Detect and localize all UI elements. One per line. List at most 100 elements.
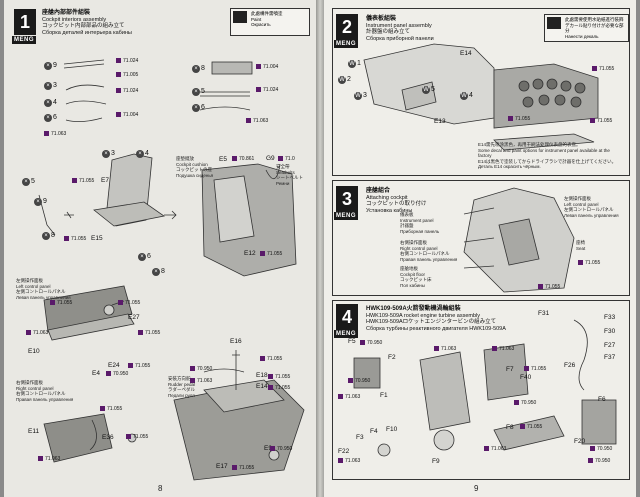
paint-number: 71.024	[116, 88, 138, 94]
paint-number: 71.063	[26, 330, 48, 336]
part-f9: F9	[432, 458, 440, 465]
qty-9: ×9	[44, 62, 57, 70]
paint-number: 71.063	[434, 346, 456, 352]
page-number: 9	[474, 484, 479, 493]
paint-number: 71.055	[508, 116, 530, 122]
paint-number: 70.950	[588, 458, 610, 464]
paint-number: 71.004	[116, 112, 138, 118]
part-e11: E11	[28, 428, 40, 435]
left-page: 1 MENG 座艙內部部件組裝 Cockpit interiors assemb…	[4, 0, 316, 497]
right-panel-label: 右側操作面板 Right control panel 右側コントロールパネル П…	[400, 240, 458, 262]
paint-warning: 此處構件需噴塗 Paint Окрасить	[230, 8, 310, 36]
rudder-note: 安裝方向舵 Rudder pedal ラダーペダル Педали руля	[168, 376, 196, 398]
seat-label: 座椅 Seat	[576, 240, 586, 251]
paint-number: 70.861	[232, 156, 254, 162]
paint-number: 70.950	[514, 400, 536, 406]
meng-logo: MENG	[334, 212, 358, 220]
part-f8: F8	[506, 424, 514, 431]
paint-number: 71.004	[256, 64, 278, 70]
part-f7: F7	[506, 366, 514, 373]
paint-number: 71.024	[256, 87, 278, 93]
part-f40: F40	[520, 374, 532, 381]
part-e14: E14	[256, 383, 268, 390]
decal-icon	[547, 17, 561, 29]
title-cn: 座艙內部部件組裝	[42, 10, 91, 16]
part-e12: E12	[244, 250, 256, 257]
paint-number: 71.063	[246, 118, 268, 124]
paint-number: 71.055	[72, 178, 94, 184]
paint-number: 70.950	[348, 378, 370, 384]
paint-number: 71.063	[190, 378, 212, 384]
paint-number: 71.055	[260, 356, 282, 362]
meng-logo: MENG	[334, 40, 358, 48]
step-title: 儀表板組裝 Instrument panel assembly 計器盤の組み立て…	[366, 16, 434, 42]
paint-number: 71.055	[592, 66, 614, 72]
paint-number: 71.055	[524, 366, 546, 372]
paint-number: 71.063	[38, 456, 60, 462]
qty-icon: ×	[192, 104, 200, 112]
step-title: 座艙內部部件組裝 Cockpit interiors assembly コックピ…	[42, 10, 162, 36]
paint-number: 71.063	[44, 131, 66, 137]
paint-number: 71.055	[520, 424, 542, 430]
part-f2: F2	[388, 354, 396, 361]
belt-note: 安全帶 Seatbelts シートベルト Ремни	[276, 164, 303, 186]
qty-icon: ×	[42, 232, 50, 240]
qty-3: ×3	[44, 82, 57, 90]
part-g9: G9	[266, 155, 275, 162]
paint-number: 71.005	[116, 72, 138, 78]
qty-icon: ×	[34, 198, 42, 206]
left-panel-caption: 左側操作面板 Left control panel 左側コントロールパネル Ле…	[16, 278, 71, 300]
paint-icon	[233, 11, 247, 23]
qty-icon: W	[338, 76, 346, 84]
part-e5: E5	[219, 156, 227, 163]
qty-icon: ×	[22, 178, 30, 186]
part-f27: F27	[604, 342, 616, 349]
paint-number: 71.055	[260, 251, 282, 257]
part-e17: E17	[216, 463, 228, 470]
paint-number: 71.055	[128, 363, 150, 369]
part-f10: F10	[386, 426, 398, 433]
qty-icon: ×	[44, 114, 52, 122]
qty-icon: W	[460, 92, 468, 100]
qty-4: ×4	[136, 150, 149, 158]
step4-frame	[332, 300, 630, 480]
part-f4: F4	[370, 428, 378, 435]
paint-number: 71.055	[232, 465, 254, 471]
part-f6: F6	[598, 396, 606, 403]
paint-number: 71.055	[50, 300, 72, 306]
step-number: 2	[336, 14, 358, 40]
part-e36: E36	[102, 434, 114, 441]
qty-5: ×5	[192, 88, 205, 96]
paint-number: 71.055	[268, 385, 290, 391]
paint-number: 70.950	[590, 446, 612, 452]
qty-icon: ×	[136, 150, 144, 158]
paint-number: 71.055	[64, 236, 86, 242]
paint-number: 70.950	[106, 371, 128, 377]
part-f20: F20	[574, 438, 586, 445]
qty-8b: ×8	[152, 268, 165, 276]
part-e16: E16	[230, 338, 242, 345]
right-page: 2 MENG 儀表板組裝 Instrument panel assembly 計…	[324, 0, 636, 497]
binding-spine	[316, 0, 324, 497]
qty-icon: ×	[44, 62, 52, 70]
qty-6: ×6	[138, 253, 151, 261]
warn-ru: Окрасить	[251, 22, 271, 27]
right-drawings	[353, 43, 617, 457]
part-e4: E4	[92, 370, 100, 377]
cushion-note: 座墊擺放 Cockpit cushion コックピットの座 Подушка си…	[176, 156, 214, 178]
part-e15: E15	[91, 235, 103, 242]
part-e18: E18	[256, 372, 268, 379]
part-f22: F22	[338, 448, 350, 455]
part-e9: E9	[264, 445, 272, 452]
qty-9: ×9	[34, 198, 47, 206]
step-number: 4	[336, 304, 358, 330]
part-f3: F3	[356, 434, 364, 441]
warn-jp: Paint	[251, 16, 262, 22]
paint-number: 71.024	[116, 58, 138, 64]
part-e10: E10	[28, 348, 40, 355]
qty-icon: ×	[152, 268, 160, 276]
